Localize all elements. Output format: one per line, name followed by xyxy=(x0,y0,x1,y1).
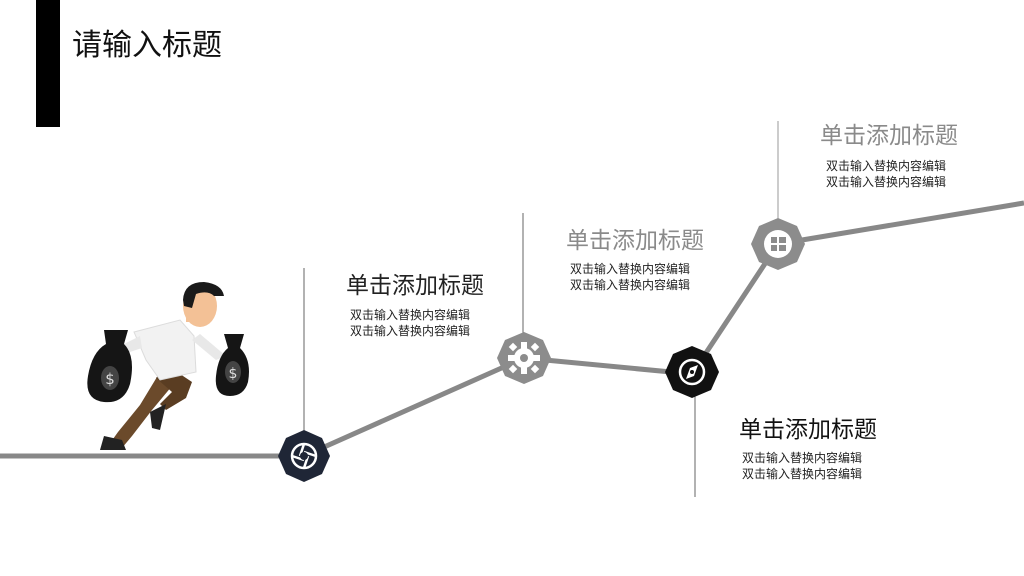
step-3-title[interactable]: 单击添加标题 xyxy=(739,417,877,443)
windows-icon xyxy=(764,230,792,258)
svg-text:$: $ xyxy=(105,370,115,388)
page-title[interactable]: 请输入标题 xyxy=(72,28,222,63)
step-2-title[interactable]: 单击添加标题 xyxy=(566,228,704,254)
step-2-desc-line-1: 双击输入替换内容编辑 xyxy=(570,262,691,276)
title-accent-bar xyxy=(36,0,60,127)
step-3-desc-line-2: 双击输入替换内容编辑 xyxy=(742,467,863,481)
step-1-description[interactable]: 双击输入替换内容编辑 双击输入替换内容编辑 xyxy=(350,307,470,339)
step-1-desc-line-1: 双击输入替换内容编辑 xyxy=(350,308,471,322)
step-1-node[interactable] xyxy=(278,430,330,482)
step-4-title[interactable]: 单击添加标题 xyxy=(820,123,958,149)
compass-icon xyxy=(678,358,706,386)
step-2-description[interactable]: 双击输入替换内容编辑 双击输入替换内容编辑 xyxy=(570,261,690,293)
svg-text:$: $ xyxy=(229,366,238,382)
step-4-desc-line-2: 双击输入替换内容编辑 xyxy=(826,175,947,189)
step-4-node[interactable] xyxy=(751,218,805,270)
step-4-desc-line-1: 双击输入替换内容编辑 xyxy=(826,159,947,173)
step-3-description[interactable]: 双击输入替换内容编辑 双击输入替换内容编辑 xyxy=(742,450,862,482)
step-1-title[interactable]: 单击添加标题 xyxy=(346,273,484,299)
timeline-path xyxy=(0,200,1024,459)
step-1-desc-line-2: 双击输入替换内容编辑 xyxy=(350,324,471,338)
step-2-node[interactable] xyxy=(497,332,551,384)
aperture-icon xyxy=(290,442,318,470)
businessman-illustration: $ $ xyxy=(87,282,249,450)
step-4-description[interactable]: 双击输入替换内容编辑 双击输入替换内容编辑 xyxy=(826,158,946,190)
step-3-desc-line-1: 双击输入替换内容编辑 xyxy=(742,451,863,465)
step-3-node[interactable] xyxy=(665,346,719,398)
gear-icon xyxy=(508,342,540,374)
step-2-desc-line-2: 双击输入替换内容编辑 xyxy=(570,278,691,292)
